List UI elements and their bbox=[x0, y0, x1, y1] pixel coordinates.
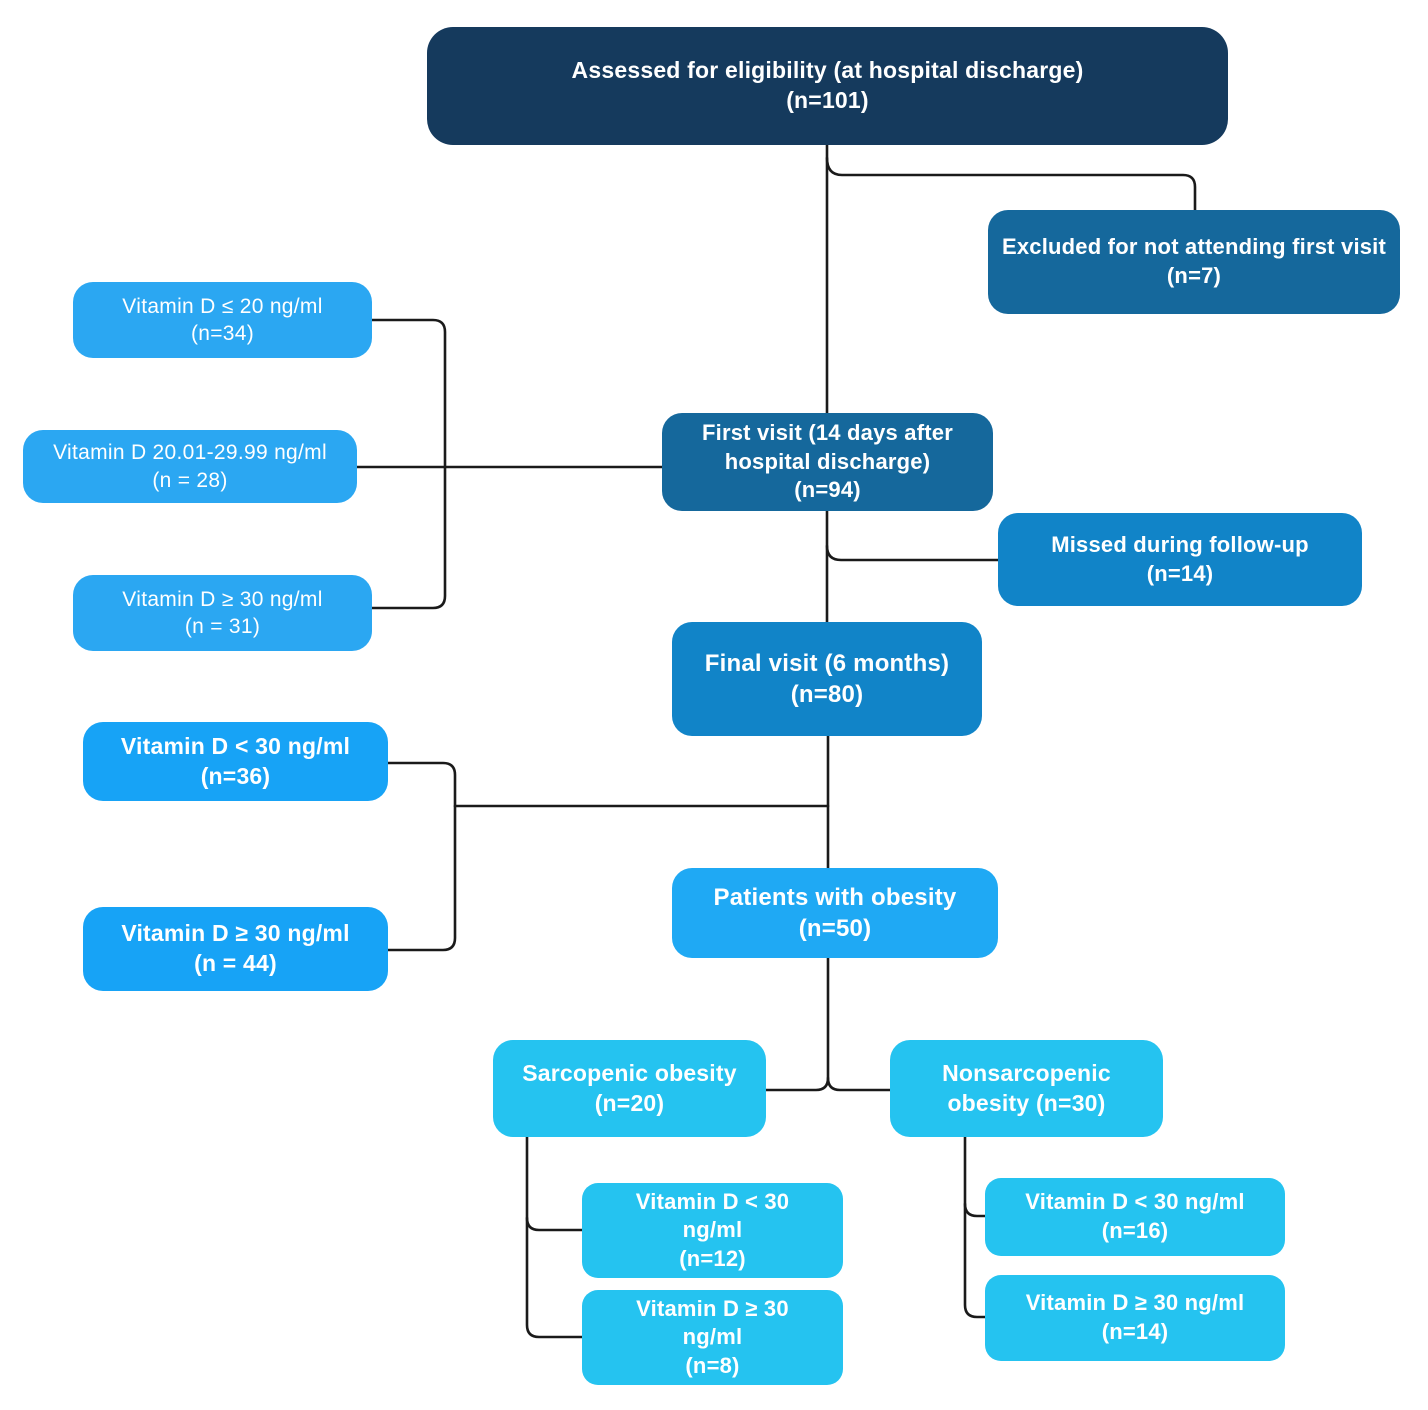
connector-sarcopenic-drop bbox=[525, 1135, 584, 1339]
node-label: Vitamin D 20.01-29.99 ng/ml bbox=[53, 441, 327, 465]
node-label: First visit (14 days after hospital disc… bbox=[702, 420, 953, 474]
node-nonsarcopenic-obesity: Nonsarcopenic obesity (n=30) bbox=[890, 1040, 1163, 1137]
connector-nonsarcopenic-branch1 bbox=[963, 1202, 987, 1218]
connector-bracket-final-visit-group bbox=[386, 761, 457, 952]
node-count: (n = 28) bbox=[152, 468, 228, 492]
node-label: Missed during follow-up bbox=[1051, 531, 1309, 557]
node-count: (n=12) bbox=[679, 1245, 746, 1271]
node-nonsarcopenic-vitamin-d-lt-30: Vitamin D < 30 ng/ml (n=16) bbox=[985, 1178, 1285, 1256]
node-label: Vitamin D < 30 ng/ml bbox=[1025, 1189, 1245, 1215]
node-final-visit: Final visit (6 months) (n=80) bbox=[672, 622, 982, 736]
connector-split-nonsarcopenic bbox=[826, 1076, 892, 1092]
node-assessed-eligibility: Assessed for eligibility (at hospital di… bbox=[427, 27, 1228, 145]
node-count: (n=34) bbox=[190, 322, 255, 345]
node-count: (n=94) bbox=[794, 477, 861, 503]
connector-branch-missed bbox=[825, 544, 1000, 562]
node-vitamin-d-le-20: Vitamin D ≤ 20 ng/ml (n=34) bbox=[73, 282, 372, 358]
node-label: Excluded for not attending first visit bbox=[1001, 234, 1387, 260]
node-label: Vitamin D < 30 ng/ml bbox=[120, 732, 351, 759]
node-label: Nonsarcopenic bbox=[942, 1059, 1111, 1086]
node-label: Vitamin D ≥ 30 ng/ml bbox=[1025, 1290, 1245, 1316]
node-vitamin-d-ge-30-final: Vitamin D ≥ 30 ng/ml (n = 44) bbox=[83, 907, 388, 991]
node-count: (n=101) bbox=[786, 87, 869, 113]
node-count: (n=14) bbox=[1146, 560, 1214, 586]
node-count: (n=7) bbox=[1166, 263, 1222, 288]
node-label: Sarcopenic obesity bbox=[522, 1059, 737, 1086]
node-label: Patients with obesity bbox=[713, 883, 957, 911]
node-sarcopenic-vitamin-d-lt-30: Vitamin D < 30 ng/ml (n=12) bbox=[582, 1183, 843, 1278]
node-count: (n=36) bbox=[200, 762, 271, 789]
node-count: (n=8) bbox=[685, 1352, 740, 1378]
node-nonsarcopenic-vitamin-d-ge-30: Vitamin D ≥ 30 ng/ml (n=14) bbox=[985, 1275, 1285, 1361]
node-sarcopenic-obesity: Sarcopenic obesity (n=20) bbox=[493, 1040, 766, 1137]
node-label: Vitamin D ≥ 30 bbox=[636, 1295, 789, 1321]
node-patients-with-obesity: Patients with obesity (n=50) bbox=[672, 868, 998, 958]
connector-nonsarcopenic-drop bbox=[963, 1135, 987, 1319]
node-label: Vitamin D ≥ 30 ng/ml bbox=[121, 920, 350, 947]
node-count: (n=16) bbox=[1101, 1218, 1169, 1243]
node-missed-follow-up: Missed during follow-up (n=14) bbox=[998, 513, 1362, 606]
connector-branch-excluded bbox=[825, 156, 1197, 212]
node-vitamin-d-lt-30-final: Vitamin D < 30 ng/ml (n=36) bbox=[83, 722, 388, 801]
node-label-2: ng/ml bbox=[682, 1324, 743, 1350]
node-label: Vitamin D < 30 bbox=[635, 1188, 790, 1214]
node-count: (n=80) bbox=[790, 681, 864, 708]
connector-bracket-first-visit-group bbox=[370, 318, 447, 610]
node-label: Vitamin D ≥ 30 ng/ml bbox=[122, 587, 323, 611]
node-count: (n=50) bbox=[798, 915, 872, 942]
connector-split-sarcopenic bbox=[764, 955, 830, 1092]
node-label: Vitamin D ≤ 20 ng/ml bbox=[122, 294, 323, 318]
node-sarcopenic-vitamin-d-ge-30: Vitamin D ≥ 30 ng/ml (n=8) bbox=[582, 1290, 843, 1385]
node-first-visit: First visit (14 days after hospital disc… bbox=[662, 413, 993, 511]
node-count: (n=20) bbox=[594, 1089, 665, 1116]
node-vitamin-d-ge-30-first: Vitamin D ≥ 30 ng/ml (n = 31) bbox=[73, 575, 372, 651]
node-count: (n = 44) bbox=[194, 950, 277, 976]
connector-sarcopenic-branch1 bbox=[525, 1216, 584, 1232]
node-vitamin-d-20-29: Vitamin D 20.01-29.99 ng/ml (n = 28) bbox=[23, 430, 357, 503]
node-label-2: obesity (n=30) bbox=[947, 1089, 1106, 1116]
node-count: (n=14) bbox=[1101, 1319, 1169, 1344]
node-label: Assessed for eligibility (at hospital di… bbox=[571, 57, 1084, 84]
node-label-2: ng/ml bbox=[682, 1217, 743, 1243]
node-count: (n = 31) bbox=[184, 615, 261, 638]
node-excluded-not-attending: Excluded for not attending first visit (… bbox=[988, 210, 1400, 314]
node-label: Final visit (6 months) bbox=[704, 649, 950, 677]
